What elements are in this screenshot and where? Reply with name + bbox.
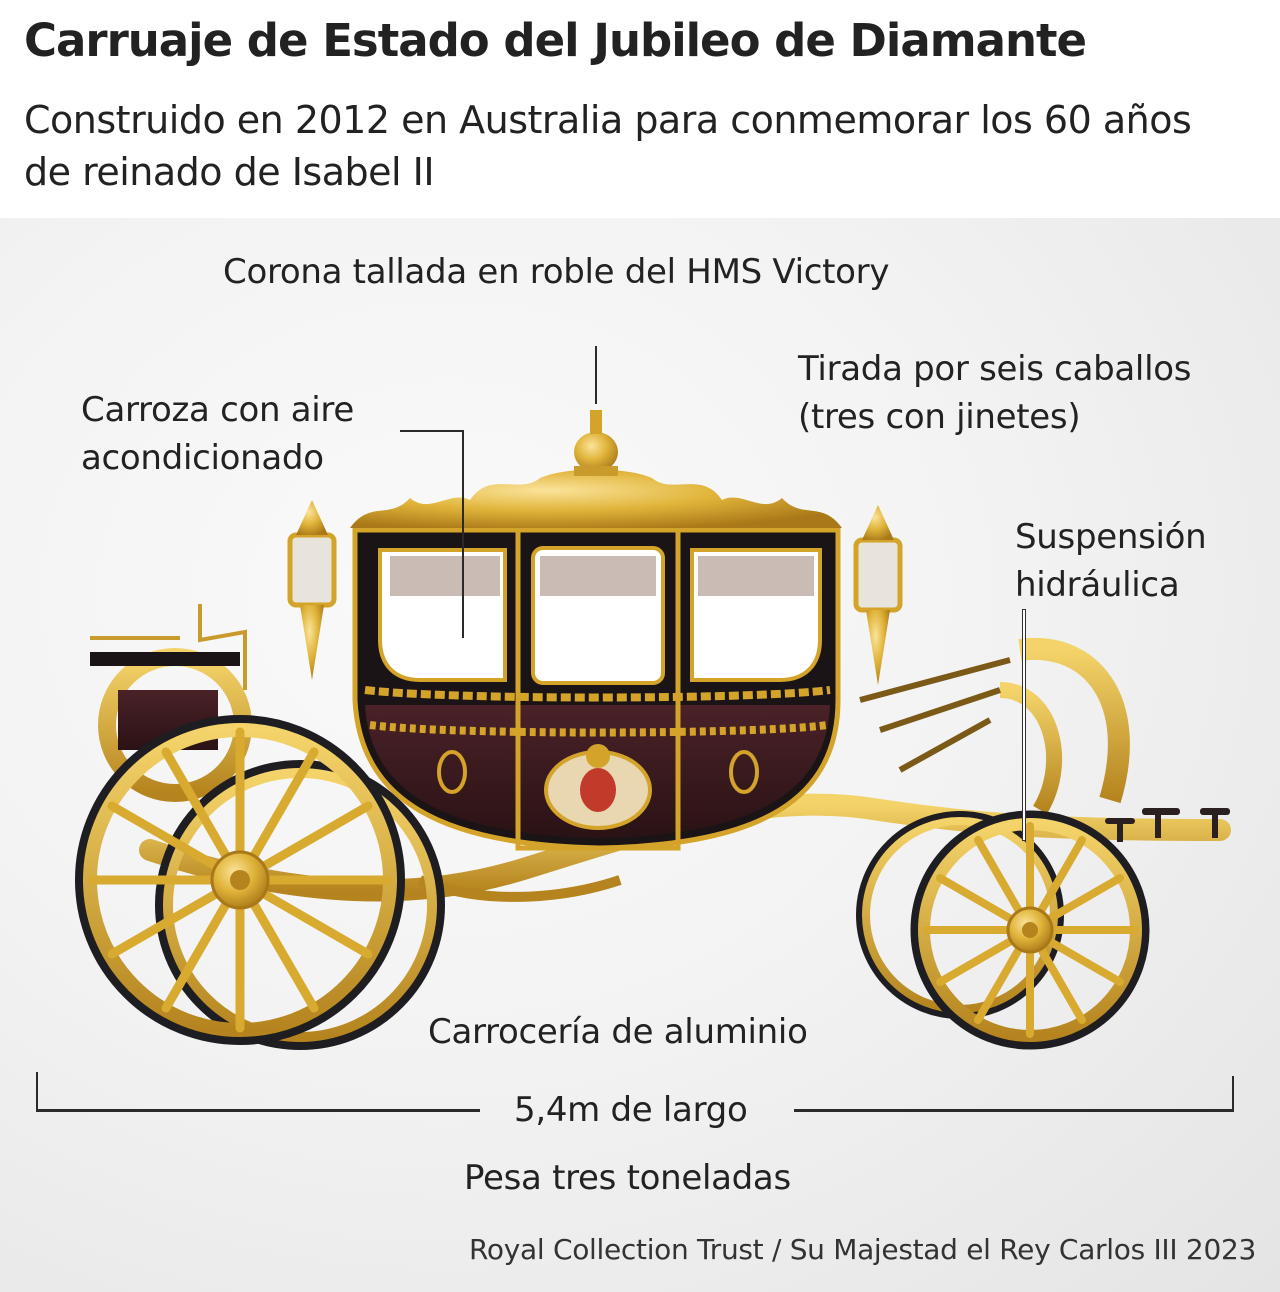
annotation-suspension-line2: hidráulica xyxy=(1015,565,1180,605)
header: Carruaje de Estado del Jubileo de Diaman… xyxy=(0,0,1280,218)
page-title: Carruaje de Estado del Jubileo de Diaman… xyxy=(24,14,1087,67)
carriage-illustration xyxy=(75,410,1231,1050)
leader-line-air-conditioning-h xyxy=(400,430,464,432)
annotation-horses-line1: Tirada por seis caballos xyxy=(798,349,1192,389)
dimension-bracket-right xyxy=(794,1109,1234,1112)
annotation-air-conditioning-line2: acondicionado xyxy=(81,438,324,478)
image-credit: Royal Collection Trust / Su Majestad el … xyxy=(469,1233,1256,1266)
dimension-bracket-left-tick xyxy=(36,1072,38,1112)
annotation-suspension-line1: Suspensión xyxy=(1015,517,1207,557)
annotation-horses-line2: (tres con jinetes) xyxy=(798,397,1081,437)
annotation-body: Carrocería de aluminio xyxy=(428,1012,808,1052)
page-subtitle: Construido en 2012 en Australia para con… xyxy=(24,98,1192,194)
annotation-length: 5,4m de largo xyxy=(514,1090,748,1130)
dimension-bracket-left xyxy=(36,1109,480,1112)
dimension-bracket-right-tick xyxy=(1232,1076,1234,1112)
right-lantern xyxy=(853,505,903,685)
annotation-air-conditioning-line1: Carroza con aire xyxy=(81,390,354,430)
annotation-weight: Pesa tres toneladas xyxy=(464,1158,791,1198)
leader-line-crown xyxy=(595,346,597,404)
annotation-crown: Corona tallada en roble del HMS Victory xyxy=(223,252,890,292)
leader-line-air-conditioning-v xyxy=(462,430,464,638)
leader-line-suspension xyxy=(1023,610,1025,840)
left-lantern xyxy=(287,500,337,680)
